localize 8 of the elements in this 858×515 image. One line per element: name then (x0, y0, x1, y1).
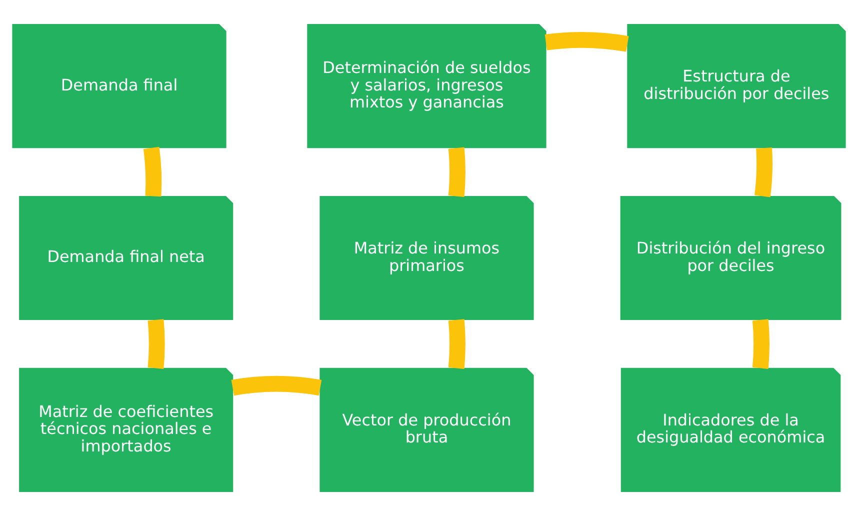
connector (143, 146, 162, 196)
connector (544, 31, 629, 52)
connector (448, 318, 466, 368)
connector (231, 375, 322, 396)
connector (752, 318, 770, 368)
connector (448, 146, 466, 196)
connector (754, 147, 772, 197)
connector (148, 318, 165, 368)
